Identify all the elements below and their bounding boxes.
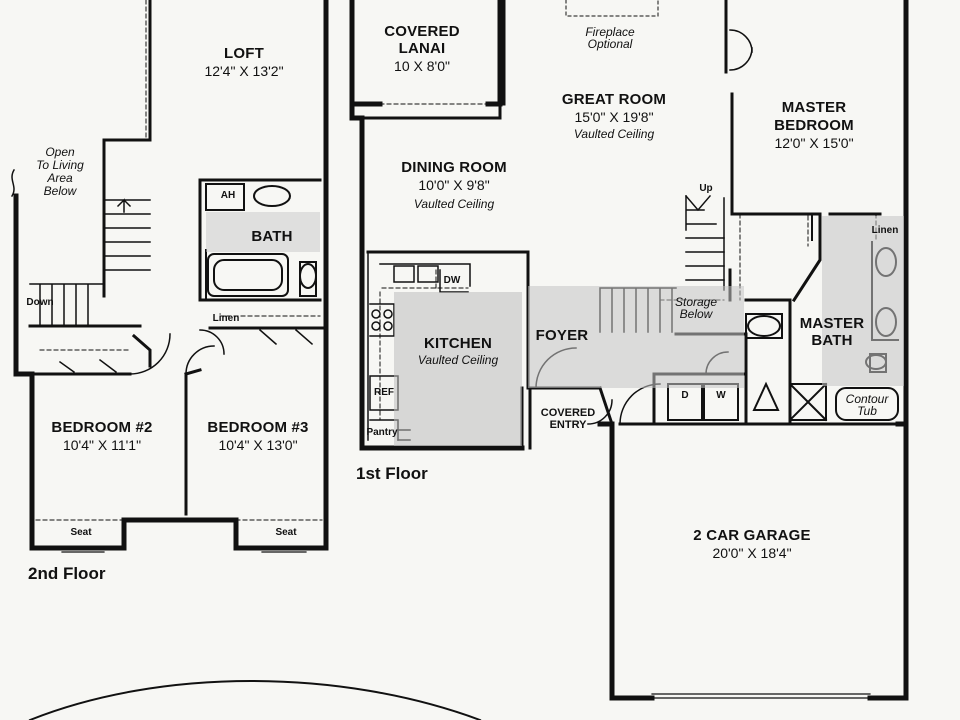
second-floor-stairs [29,198,151,327]
great-room-note: Vaulted Ceiling [573,127,655,141]
dining-room-dimensions: 10'0" X 9'8" [418,177,490,193]
contour-tub-label-line1: Contour [845,392,889,406]
kitchen-floor [394,292,522,446]
fireplace-label-line1: Fireplace [585,25,635,39]
bath-label: BATH [251,228,293,245]
foyer-label: FOYER [535,327,589,344]
pantry-label: Pantry [366,427,398,438]
kitchen-counters [367,251,471,441]
loft-label: LOFT [224,45,264,62]
second-floor-bath-fixtures [205,183,317,301]
master-bath-label-line1: MASTER [799,315,865,332]
bedroom3-label: BEDROOM #3 [207,419,309,436]
second-floor-dashed [35,0,323,521]
open-area-line1: Open [45,145,75,159]
second-floor-title: 2nd Floor [28,564,106,583]
second-floor-doors [58,328,314,375]
loft-dimensions: 12'4" X 13'2" [204,63,284,79]
contour-tub-label-line2: Tub [857,404,877,418]
kitchen-note: Vaulted Ceiling [417,353,499,367]
stairs-up-label: Up [699,183,713,194]
covered-entry-label-line1: COVERED [540,407,596,419]
bath-floor [206,212,320,252]
dining-room-label: DINING ROOM [401,159,507,176]
great-room-dimensions: 15'0" X 19'8" [574,109,654,125]
lanai-label-line2: LANAI [398,40,446,57]
dining-room-note: Vaulted Ceiling [413,197,495,211]
storage-label-line1: Storage [674,295,718,309]
refrigerator-label: REF [374,387,394,398]
first-floor-outer-walls [349,0,909,701]
stairs-down-label: Down [26,297,54,308]
kitchen-label: KITCHEN [423,335,493,352]
bedroom3-dimensions: 10'4" X 13'0" [218,437,298,453]
bedroom3-window-seat-label: Seat [275,527,297,538]
air-handler-label: AH [220,190,236,201]
storage-label-line2: Below [679,307,713,321]
master-bedroom-dimensions: 12'0" X 15'0" [774,135,854,151]
master-bedroom-label-line1: MASTER [781,99,847,116]
garage-dimensions: 20'0" X 18'4" [712,545,792,561]
lanai-dimensions: 10 X 8'0" [394,58,450,74]
great-room-label: GREAT ROOM [561,91,667,108]
second-floor-inner-walls [28,0,328,516]
laundry [667,383,739,421]
master-bath-label-line2: BATH [811,332,853,349]
master-bath-floor [822,216,904,386]
dryer-label: D [681,390,689,401]
fireplace-label-line2: Optional [587,37,633,51]
linen-closet-label: Linen [212,313,240,324]
bedroom2-label: BEDROOM #2 [51,419,153,436]
covered-entry-label-line2: ENTRY [549,419,587,431]
bedroom2-dimensions: 10'4" X 11'1" [62,437,142,453]
dishwasher-label: DW [443,275,461,286]
master-bedroom-label-line2: BEDROOM [774,117,854,134]
garage-label: 2 CAR GARAGE [693,527,811,544]
open-area-line4: Below [43,184,77,198]
first-floor-title: 1st Floor [356,464,428,483]
lanai-label-line1: COVERED [384,23,460,40]
master-linen-label: Linen [871,225,899,236]
foyer-floor [528,286,744,388]
washer-label: W [716,390,726,401]
second-floor-walls [13,0,329,551]
bedroom2-window-seat-label: Seat [70,527,92,538]
open-area-line2: To Living [36,158,84,172]
open-area-line3: Area [47,171,73,185]
